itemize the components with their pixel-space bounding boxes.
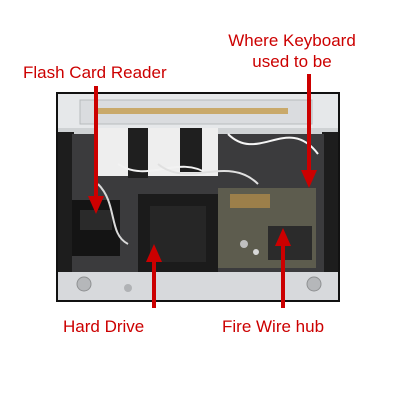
label-fire-wire-hub: Fire Wire hub [222, 317, 325, 336]
laptop-internals-illustration [58, 94, 338, 300]
laptop-internals-photo [56, 92, 340, 302]
label-hard-drive: Hard Drive [63, 317, 145, 336]
label-where-keyboard: Where Keyboard used to be [216, 30, 368, 72]
label-where-keyboard-line1: Where Keyboard [228, 31, 356, 50]
label-flash-card-reader: Flash Card Reader [23, 63, 167, 82]
label-where-keyboard-line2: used to be [252, 52, 332, 71]
